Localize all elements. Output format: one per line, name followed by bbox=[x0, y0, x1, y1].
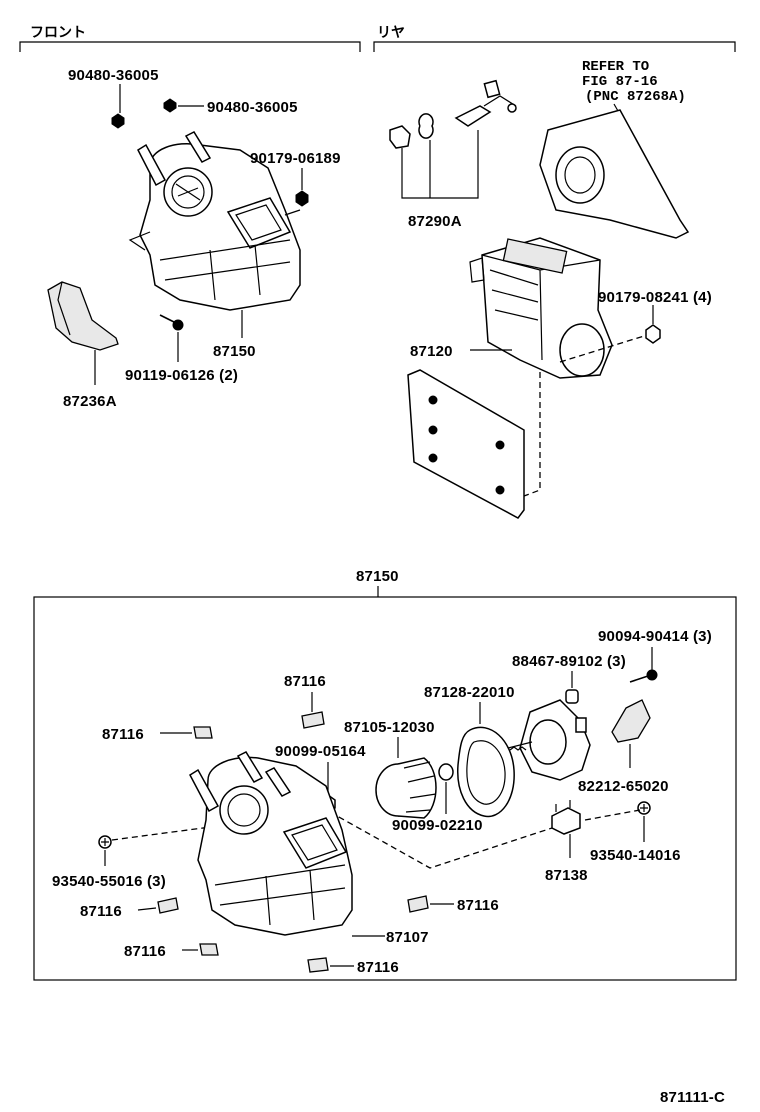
label-82212-65020: 82212-65020 bbox=[578, 778, 669, 795]
header-rear-label: リヤ bbox=[377, 25, 405, 41]
header-front-label: フロント bbox=[30, 25, 86, 41]
label-87116-a: 87116 bbox=[284, 673, 326, 690]
refer-note-line2: FIG 87-16 bbox=[582, 74, 658, 90]
label-87290A: 87290A bbox=[408, 213, 462, 230]
label-87150-box: 87150 bbox=[356, 568, 399, 585]
front-blower-unit: 90480-36005 90480-36005 90179-06189 9011… bbox=[47, 67, 341, 410]
label-90179-08241: 90179-08241 (4) bbox=[598, 289, 712, 306]
refer-note-line3: (PNC 87268A) bbox=[585, 89, 686, 105]
label-87116-d: 87116 bbox=[457, 897, 499, 914]
figure-id: 871111-C bbox=[660, 1089, 725, 1106]
label-90179-06189: 90179-06189 bbox=[250, 150, 341, 167]
washer-icon bbox=[418, 113, 434, 139]
label-90099-02210: 90099-02210 bbox=[392, 817, 483, 834]
nut-icon bbox=[645, 324, 661, 344]
label-90480-36005-a: 90480-36005 bbox=[68, 67, 159, 84]
cover-87236A bbox=[47, 281, 119, 351]
label-87150-top: 87150 bbox=[213, 343, 256, 360]
label-90480-36005-b: 90480-36005 bbox=[207, 99, 298, 116]
screw-icon bbox=[629, 675, 649, 683]
exploded-view-87150: 87150 90094-90414 (3) 88467-89102 (3) 87… bbox=[33, 568, 737, 981]
label-90119-06126: 90119-06126 (2) bbox=[125, 367, 238, 384]
grommet-icon bbox=[389, 125, 411, 149]
label-87138: 87138 bbox=[545, 867, 588, 884]
clip-icon bbox=[157, 897, 179, 914]
refer-note-line1: REFER TO bbox=[582, 59, 649, 75]
label-87116-e: 87116 bbox=[124, 943, 166, 960]
clip-icon bbox=[307, 957, 329, 973]
bolt-icon bbox=[159, 314, 175, 323]
label-87120: 87120 bbox=[410, 343, 453, 360]
label-90094-90414: 90094-90414 (3) bbox=[598, 628, 712, 645]
label-87128-22010: 87128-22010 bbox=[424, 684, 515, 701]
rear-blower-unit: 87290A REFER TO FIG 87-16 (PNC 87268A) 8… bbox=[389, 59, 712, 519]
section-header-rear: リヤ bbox=[373, 25, 736, 52]
clip-icon bbox=[301, 711, 325, 729]
label-87116-f: 87116 bbox=[357, 959, 399, 976]
resistor-icon bbox=[454, 105, 492, 127]
clip-icon bbox=[407, 895, 429, 913]
label-87105-12030: 87105-12030 bbox=[344, 719, 435, 736]
section-header-front: フロント bbox=[19, 25, 361, 52]
label-93540-14016: 93540-14016 bbox=[590, 847, 681, 864]
nut-icon bbox=[163, 98, 177, 113]
label-90099-05164: 90099-05164 bbox=[275, 743, 366, 760]
label-87107: 87107 bbox=[386, 929, 429, 946]
bushing-icon bbox=[565, 689, 579, 704]
clip-icon bbox=[199, 943, 219, 956]
duct-plate bbox=[539, 109, 690, 239]
label-87236A: 87236A bbox=[63, 393, 117, 410]
nut-icon bbox=[295, 190, 309, 207]
nut-icon bbox=[111, 113, 125, 129]
label-87116-c: 87116 bbox=[80, 903, 122, 920]
bracket-plate bbox=[407, 369, 525, 519]
washer-icon bbox=[438, 763, 454, 781]
label-88467-89102: 88467-89102 (3) bbox=[512, 653, 626, 670]
label-93540-55016: 93540-55016 (3) bbox=[52, 873, 166, 890]
cover-82212-65020 bbox=[611, 699, 651, 743]
clip-icon bbox=[193, 726, 213, 739]
exploded-view-frame bbox=[33, 596, 737, 981]
label-87116-b: 87116 bbox=[102, 726, 144, 743]
